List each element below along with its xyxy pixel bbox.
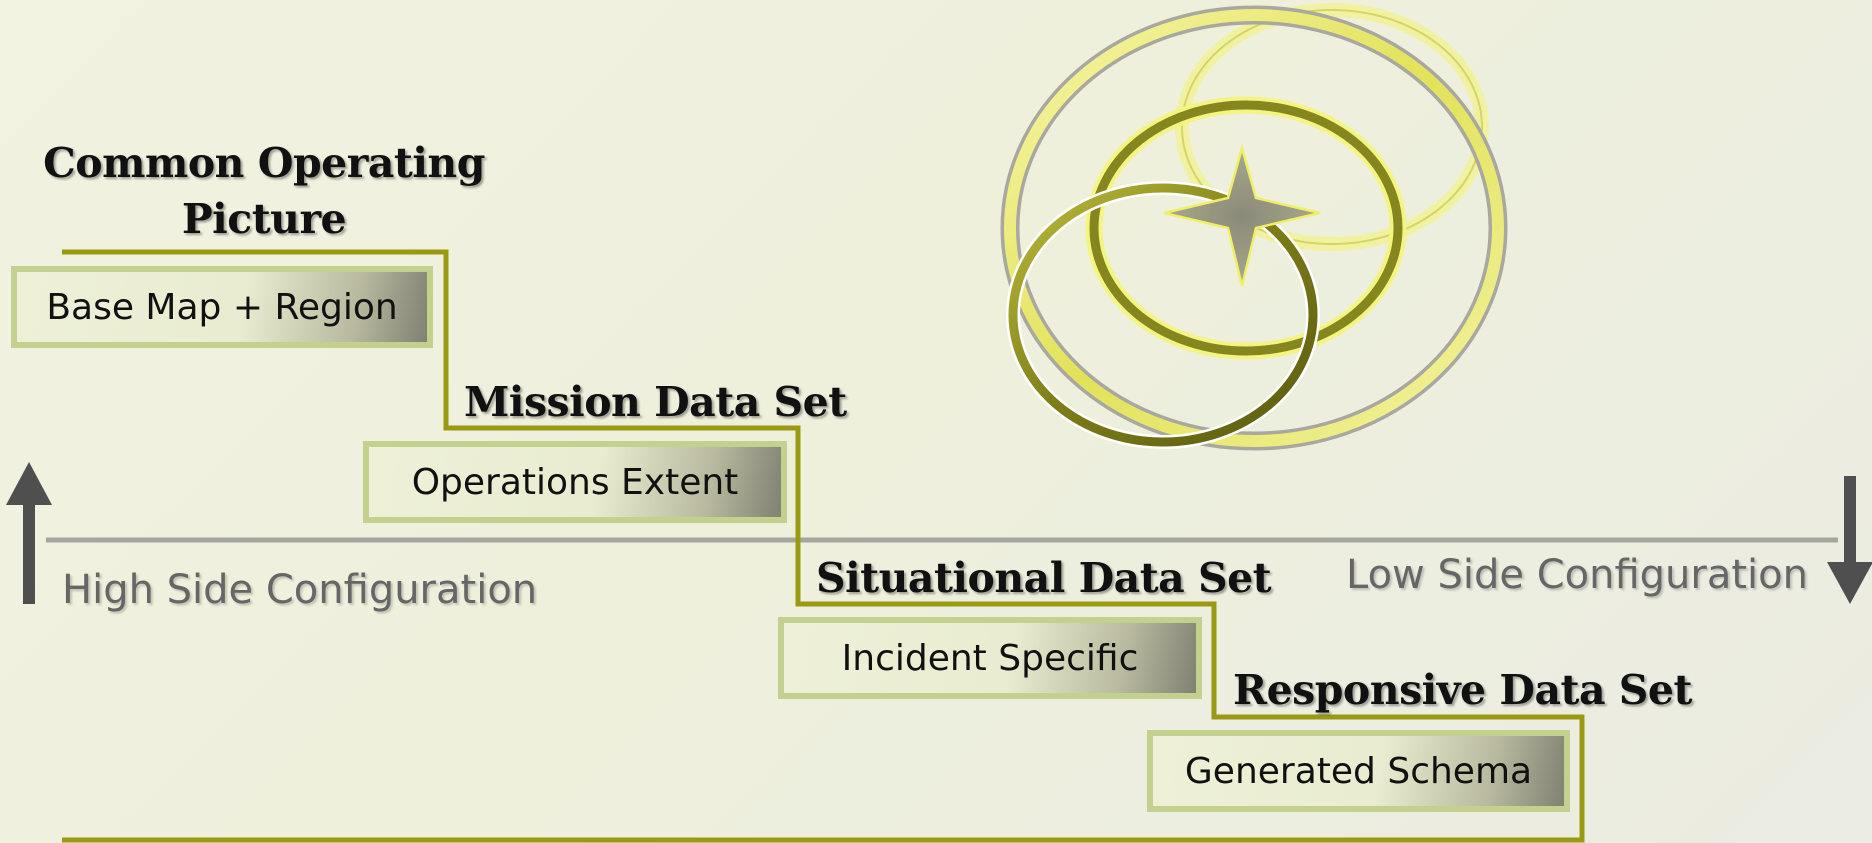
high-side-configuration-label: High Side Configuration [62, 567, 538, 613]
down-arrow-icon [1827, 476, 1872, 604]
low-side-configuration-label: Low Side Configuration [1346, 552, 1808, 598]
mission-data-set-heading: Mission Data Set [464, 378, 847, 426]
up-arrow-icon [6, 462, 52, 604]
box-label: Generated Schema [1184, 750, 1533, 792]
common-operating-picture-heading: Common Operating Picture [34, 135, 494, 247]
interlocking-rings-star-logo [1000, 3, 1508, 451]
box-label: Base Map + Region [46, 286, 398, 328]
operations-extent-box: Operations Extent [363, 441, 787, 523]
responsive-data-set-heading: Responsive Data Set [1233, 666, 1692, 714]
situational-data-set-heading: Situational Data Set [816, 554, 1272, 602]
box-label: Incident Specific [841, 637, 1139, 679]
heading-line-1: Common Operating [43, 139, 485, 187]
generated-schema-box: Generated Schema [1147, 730, 1570, 812]
incident-specific-box: Incident Specific [778, 617, 1202, 699]
base-map-region-box: Base Map + Region [11, 266, 433, 348]
staircase-line [62, 249, 1585, 843]
box-label: Operations Extent [411, 461, 739, 503]
heading-line-2: Picture [181, 195, 347, 243]
